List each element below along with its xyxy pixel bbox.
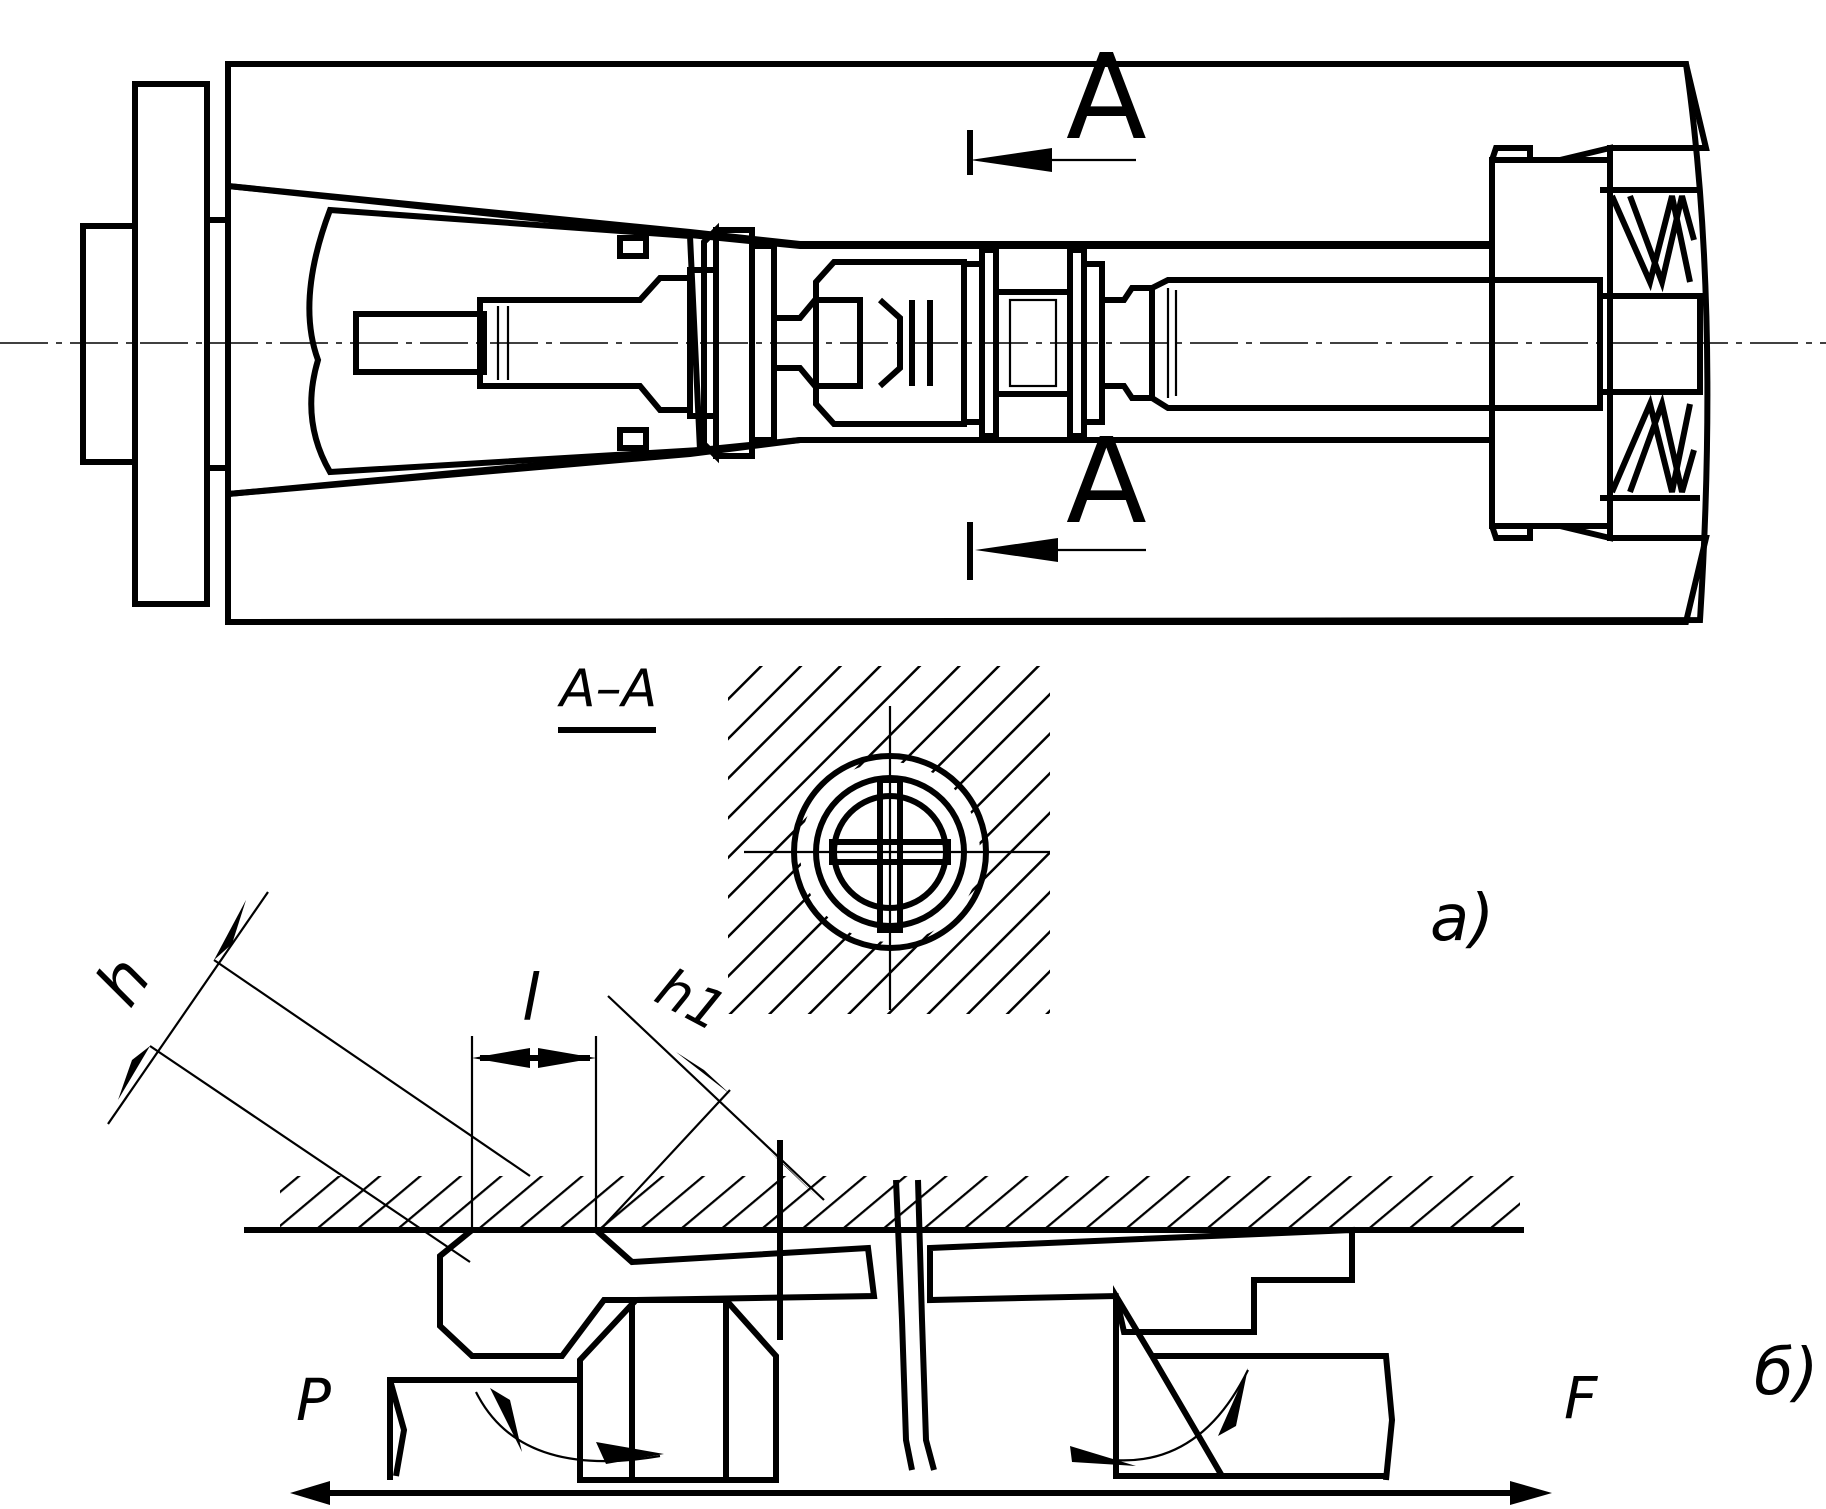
left-hub xyxy=(80,223,138,465)
dim-h-label: h xyxy=(82,944,166,1019)
force-arrow-right xyxy=(1510,1481,1552,1505)
view-label-a: a) xyxy=(1430,882,1494,956)
dim-h1-label: h1 xyxy=(646,956,736,1044)
section-aa-title: A–A xyxy=(557,659,657,719)
force-label-f: F xyxy=(1564,1364,1599,1432)
force-arrow-left xyxy=(290,1481,330,1505)
section-aa-view: A–A xyxy=(557,659,1050,1014)
section-mark-bottom: A xyxy=(967,412,1147,580)
tapered-plug xyxy=(306,206,704,476)
left-flange xyxy=(132,81,210,607)
force-label-p: P xyxy=(296,1366,331,1434)
section-mark-top: A xyxy=(967,28,1147,175)
right-shaft xyxy=(1149,277,1603,411)
main-section-view: A A xyxy=(0,28,1826,626)
section-letter-bottom: A xyxy=(1066,412,1147,550)
disc-springs xyxy=(1600,187,1700,501)
threaded-stud xyxy=(477,275,693,413)
section-letter-top: A xyxy=(1066,28,1147,166)
section-aa-hatched-block xyxy=(728,666,1050,1014)
dim-l-label: l xyxy=(522,962,540,1036)
view-label-b: б) xyxy=(1754,1336,1818,1410)
cutting-detail-view: h l h1 P F xyxy=(82,891,1599,1505)
dimension-l: l xyxy=(470,962,598,1230)
